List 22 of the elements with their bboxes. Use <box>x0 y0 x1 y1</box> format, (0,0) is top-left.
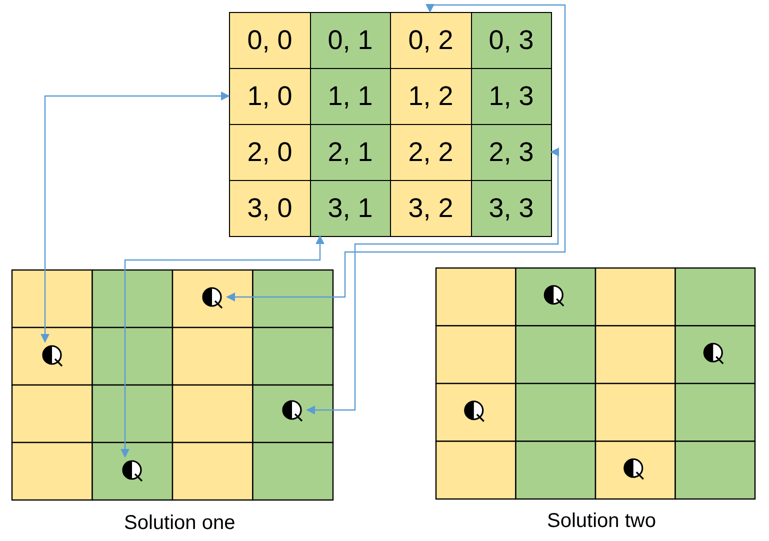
grid-cell: 0, 3 <box>470 12 552 69</box>
grid-cell: 1, 2 <box>390 68 472 125</box>
grid-cell: 2, 2 <box>390 124 472 181</box>
grid-cell: 0, 2 <box>390 12 472 69</box>
arrow <box>306 148 560 414</box>
arrow <box>120 235 324 458</box>
grid-cell: 3, 3 <box>470 180 552 237</box>
grid-cell: 2, 3 <box>470 124 552 181</box>
grid-cell: 3, 2 <box>390 180 472 237</box>
grid-cell: 3, 1 <box>310 180 391 237</box>
grid-cell: 1, 1 <box>310 68 391 125</box>
board-caption: Solution one <box>124 512 236 535</box>
arrow <box>226 4 566 302</box>
board-caption: Solution two <box>547 510 656 533</box>
grid-cell: 0, 1 <box>310 12 391 69</box>
grid-cell: 1, 0 <box>229 68 310 125</box>
grid-cell: 0, 0 <box>229 12 310 69</box>
grid-cell: 2, 0 <box>229 124 310 181</box>
grid-cell: 2, 1 <box>310 124 391 181</box>
arrow <box>40 92 230 343</box>
grid-cell: 3, 0 <box>229 180 310 237</box>
grid-cell: 1, 3 <box>470 68 552 125</box>
